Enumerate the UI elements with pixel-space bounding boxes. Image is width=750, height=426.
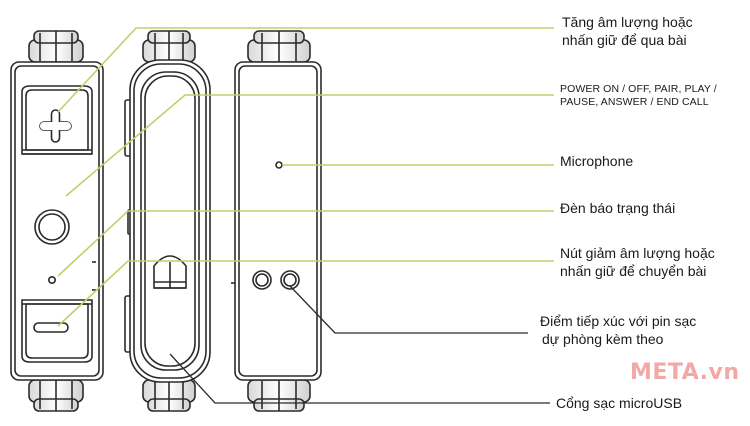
bottom-cap — [28, 379, 84, 412]
label-volume-down: Nút giảm âm lượng hoặc nhấn giữ để chuyể… — [560, 245, 715, 281]
label-status-light: Đèn báo trạng thái — [560, 200, 676, 216]
device-front-view — [10, 30, 104, 412]
top-cap — [28, 30, 84, 63]
device-side-view — [124, 30, 211, 412]
label-battery-contacts-line2: dự phòng kèm theo — [542, 330, 664, 347]
back-bottom-cap — [247, 379, 311, 412]
label-power-line2: PAUSE, ANSWER / END CALL — [560, 96, 709, 109]
leader-status-light — [57, 210, 554, 277]
watermark-logo: META.vn — [630, 360, 740, 385]
leader-power — [65, 94, 554, 197]
label-volume-up-line1: Tăng âm lượng hoặc — [562, 14, 693, 30]
device-back-view — [231, 30, 322, 412]
label-power-line1: POWER ON / OFF, PAIR, PLAY / — [560, 83, 717, 95]
label-volume-up: Tăng âm lượng hoặc nhấn giữ để qua bài — [562, 14, 693, 50]
label-usb-port: Cổng sạc microUSB — [556, 395, 683, 411]
label-volume-down-line2: nhấn giữ để chuyển bài — [560, 262, 707, 279]
label-microphone: Microphone — [560, 153, 634, 169]
minus-icon[interactable] — [21, 299, 93, 363]
label-battery-contacts-line1: Điểm tiếp xúc với pin sạc — [540, 313, 697, 329]
leader-volume-down — [57, 260, 554, 327]
leader-lines — [57, 27, 554, 327]
plus-icon[interactable] — [21, 85, 93, 155]
status-led — [47, 275, 56, 284]
label-volume-up-line2: nhấn giữ để qua bài — [562, 31, 687, 48]
back-top-cap — [247, 30, 311, 63]
leader-lines-dark — [169, 285, 550, 404]
label-battery-contacts: Điểm tiếp xúc với pin sạc dự phòng kèm t… — [540, 313, 696, 349]
power-button[interactable] — [34, 209, 70, 245]
leader-volume-up — [57, 27, 554, 113]
side-body — [129, 59, 211, 383]
label-power: POWER ON / OFF, PAIR, PLAY / PAUSE, ANSW… — [560, 83, 717, 110]
back-body — [234, 61, 322, 381]
label-volume-down-line1: Nút giảm âm lượng hoặc — [560, 245, 715, 261]
side-top-cap — [142, 30, 196, 63]
usb-port — [153, 255, 187, 289]
side-bottom-cap — [142, 379, 196, 412]
leader-battery-contacts — [289, 285, 528, 334]
leader-usb-port — [169, 353, 550, 404]
